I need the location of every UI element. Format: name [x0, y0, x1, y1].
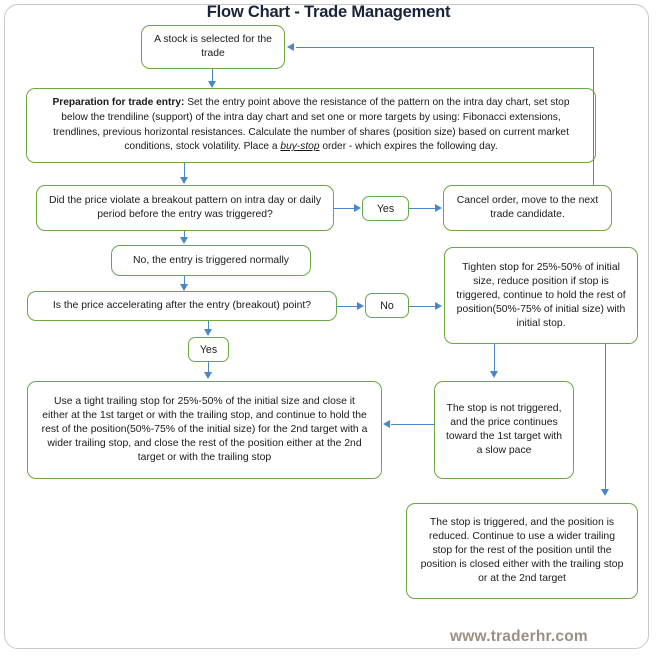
- node-stop-triggered-label: The stop is triggered, and the position …: [420, 517, 624, 584]
- watermark: www.traderhr.com: [450, 628, 588, 645]
- outer-frame-border: [4, 4, 649, 649]
- node-start: A stock is selected for the trade: [141, 25, 285, 69]
- arrowhead-return-to-start: [287, 43, 294, 51]
- connector-tighten-to-stop-triggered: [605, 344, 607, 490]
- arrowhead-preparation-to-violate: [180, 177, 188, 184]
- node-tighten-stop: Tighten stop for 25%-50% of initial size…: [444, 247, 638, 344]
- arrowhead-no-to-tighten-stop: [435, 302, 442, 310]
- node-preparation-body-1: Set the entry point above the resistance…: [53, 97, 570, 153]
- page-title: Flow Chart - Trade Management: [206, 3, 451, 21]
- node-decision-yes-2-label: Yes: [199, 343, 218, 356]
- node-stop-not-triggered: The stop is not triggered, and the price…: [434, 381, 574, 479]
- arrowhead-accelerating-to-yes2: [204, 329, 212, 336]
- connector-violate-to-yes1: [334, 208, 355, 210]
- node-stop-not-triggered-label: The stop is not triggered, and the price…: [445, 403, 563, 456]
- arrowhead-stop-not-triggered-to-tight-trailing: [383, 420, 390, 428]
- connector-cancel-return-horizontal: [296, 47, 594, 49]
- connector-start-to-preparation: [212, 69, 214, 82]
- arrowhead-accelerating-to-no: [357, 302, 364, 310]
- node-tight-trailing-stop-label: Use a tight trailing stop for 25%-50% of…: [41, 396, 368, 463]
- connector-stop-not-triggered-to-tight-trailing: [391, 424, 435, 426]
- node-cancel-order: Cancel order, move to the next trade can…: [443, 185, 612, 231]
- node-accelerating-question-label: Is the price accelerating after the entr…: [52, 300, 312, 311]
- node-preparation-body-2: order - which expires the following day.: [319, 141, 498, 153]
- node-decision-yes-2: Yes: [188, 337, 229, 362]
- node-violate-question: Did the price violate a breakout pattern…: [36, 185, 334, 231]
- node-cancel-order-label: Cancel order, move to the next trade can…: [456, 195, 599, 220]
- node-decision-no-label: No: [380, 299, 394, 312]
- connector-accelerating-to-yes2: [208, 321, 210, 330]
- connector-accelerating-to-no: [337, 306, 358, 308]
- arrowhead-start-to-preparation: [208, 81, 216, 88]
- node-stop-triggered: The stop is triggered, and the position …: [406, 503, 638, 599]
- node-preparation-emphasis: buy-stop: [280, 141, 320, 153]
- node-decision-yes-1-label: Yes: [376, 202, 395, 215]
- node-preparation-text: Preparation for trade entry: Set the ent…: [41, 96, 581, 154]
- node-start-label: A stock is selected for the trade: [154, 34, 272, 59]
- connector-yes2-to-tight-trailing: [208, 362, 210, 373]
- arrowhead-yes1-to-cancel: [435, 204, 442, 212]
- arrowhead-yes2-to-tight-trailing: [204, 372, 212, 379]
- connector-preparation-to-violate: [184, 163, 186, 177]
- arrowhead-tighten-to-stop-triggered: [601, 489, 609, 496]
- node-entry-normal-label: No, the entry is triggered normally: [133, 254, 289, 266]
- connector-violate-to-entry-normal: [184, 231, 186, 237]
- arrowhead-entry-normal-to-accelerating: [180, 284, 188, 291]
- connector-tighten-to-stop-not-triggered: [494, 344, 496, 372]
- node-accelerating-question: Is the price accelerating after the entr…: [27, 291, 337, 321]
- connector-no-to-tighten-stop: [409, 306, 436, 308]
- node-violate-question-label: Did the price violate a breakout pattern…: [48, 195, 322, 220]
- arrowhead-tighten-to-stop-not-triggered: [490, 371, 498, 378]
- node-tight-trailing-stop: Use a tight trailing stop for 25%-50% of…: [27, 381, 382, 479]
- connector-cancel-return-vertical: [593, 47, 595, 185]
- node-entry-normal: No, the entry is triggered normally: [111, 245, 311, 276]
- node-decision-yes-1: Yes: [362, 196, 409, 221]
- node-preparation-label: Preparation for trade entry:: [52, 97, 185, 109]
- node-decision-no: No: [365, 293, 409, 318]
- arrowhead-violate-to-yes1: [354, 204, 361, 212]
- node-preparation: Preparation for trade entry: Set the ent…: [26, 88, 596, 163]
- node-tighten-stop-label: Tighten stop for 25%-50% of initial size…: [456, 261, 626, 329]
- connector-entry-normal-to-accelerating: [184, 276, 186, 284]
- arrowhead-violate-to-entry-normal: [180, 237, 188, 244]
- connector-yes1-to-cancel: [409, 208, 436, 210]
